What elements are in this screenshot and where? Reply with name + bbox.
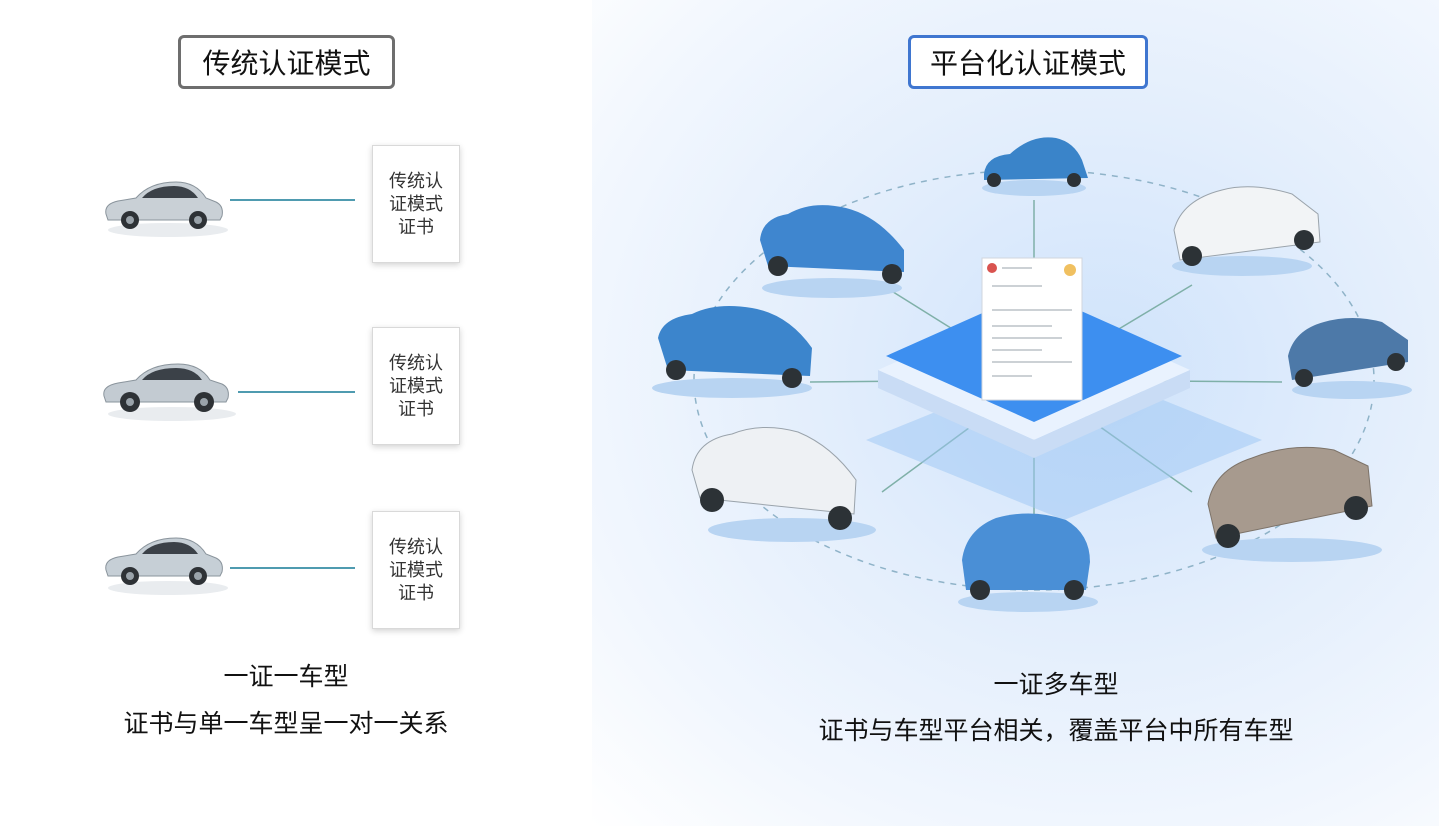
platform-car-bottom: [958, 513, 1098, 612]
platform-car-upper-left: [760, 205, 904, 298]
platform-mode-title: 平台化认证模式: [908, 35, 1148, 89]
certificate-2: 传统认证模式证书: [372, 327, 460, 445]
platform-car-upper-right: [1172, 186, 1321, 276]
platform-car-lower-right: [1202, 446, 1382, 562]
platform-car-left: [652, 306, 812, 398]
connector-1: [230, 199, 355, 201]
platform-car-lower-left: [691, 426, 876, 542]
traditional-caption-main: 一证一车型: [223, 662, 349, 691]
platform-diagram: [652, 137, 1412, 612]
certificate-3: 传统认证模式证书: [372, 511, 460, 629]
car-3: [98, 524, 228, 600]
platform-base-side: [878, 370, 1190, 458]
traditional-caption-sub: 证书与单一车型呈一对一关系: [123, 709, 449, 738]
platform-car-right: [1288, 318, 1412, 399]
car-2: [96, 348, 236, 426]
connector-2: [238, 391, 355, 393]
traditional-mode-title: 传统认证模式: [178, 35, 395, 89]
connector-3: [230, 567, 355, 569]
platform-caption-sub: 证书与车型平台相关，覆盖平台中所有车型: [818, 716, 1294, 745]
car-1: [98, 168, 228, 242]
platform-caption-main: 一证多车型: [993, 670, 1119, 699]
platform-car-top: [982, 137, 1088, 196]
platform-certificate-document: [981, 257, 1083, 401]
certificate-1: 传统认证模式证书: [372, 145, 460, 263]
